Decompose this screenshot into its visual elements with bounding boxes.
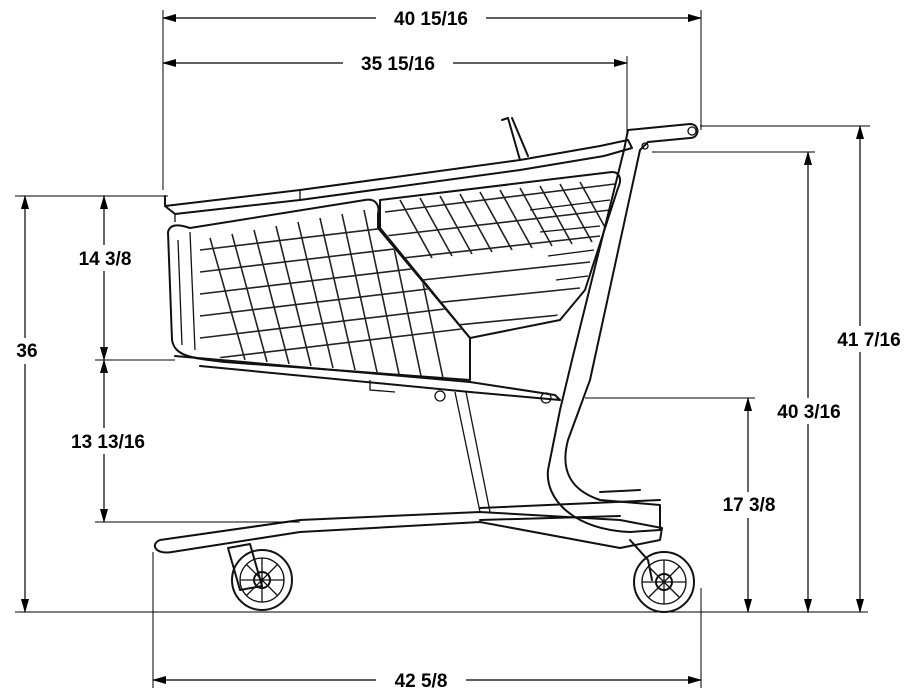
- dim-bottom-tray-height: 17 3/8: [723, 495, 776, 516]
- basket-floor: [174, 355, 561, 401]
- dim-handle-lower-height: 40 3/16: [777, 402, 840, 423]
- cart-outline: [15, 117, 868, 613]
- child-seat-back: [501, 117, 529, 161]
- dim-basket-floor-height: 13 13/16: [71, 432, 145, 453]
- chassis-base: [153, 511, 663, 554]
- extension-lines: [15, 10, 870, 688]
- front-caster: [227, 543, 293, 611]
- basket-front-panel: [167, 198, 471, 381]
- dimension-labels: 40 15/16 35 15/16 14 3/8 36 13 13/16 41 …: [8, 6, 914, 692]
- handle-frame: [546, 123, 699, 533]
- rear-caster: [629, 539, 695, 613]
- basket-top-rail: [164, 139, 633, 215]
- dim-basket-length: 35 15/16: [361, 54, 435, 75]
- dimension-lines: [21, 14, 864, 684]
- dim-overall-length-top: 40 15/16: [394, 9, 468, 30]
- rear-gate-bars: [529, 199, 611, 281]
- basket-rear-panel: [379, 171, 621, 339]
- lower-tray: [479, 489, 661, 521]
- rear-wire-grid: [384, 181, 615, 333]
- dim-handle-height: 41 7/16: [837, 330, 900, 351]
- dim-overall-height-basket: 36: [16, 341, 37, 362]
- dim-basket-depth: 14 3/8: [79, 249, 132, 270]
- dim-wheelbase-length: 42 5/8: [395, 671, 448, 692]
- front-wire-grid: [200, 209, 470, 379]
